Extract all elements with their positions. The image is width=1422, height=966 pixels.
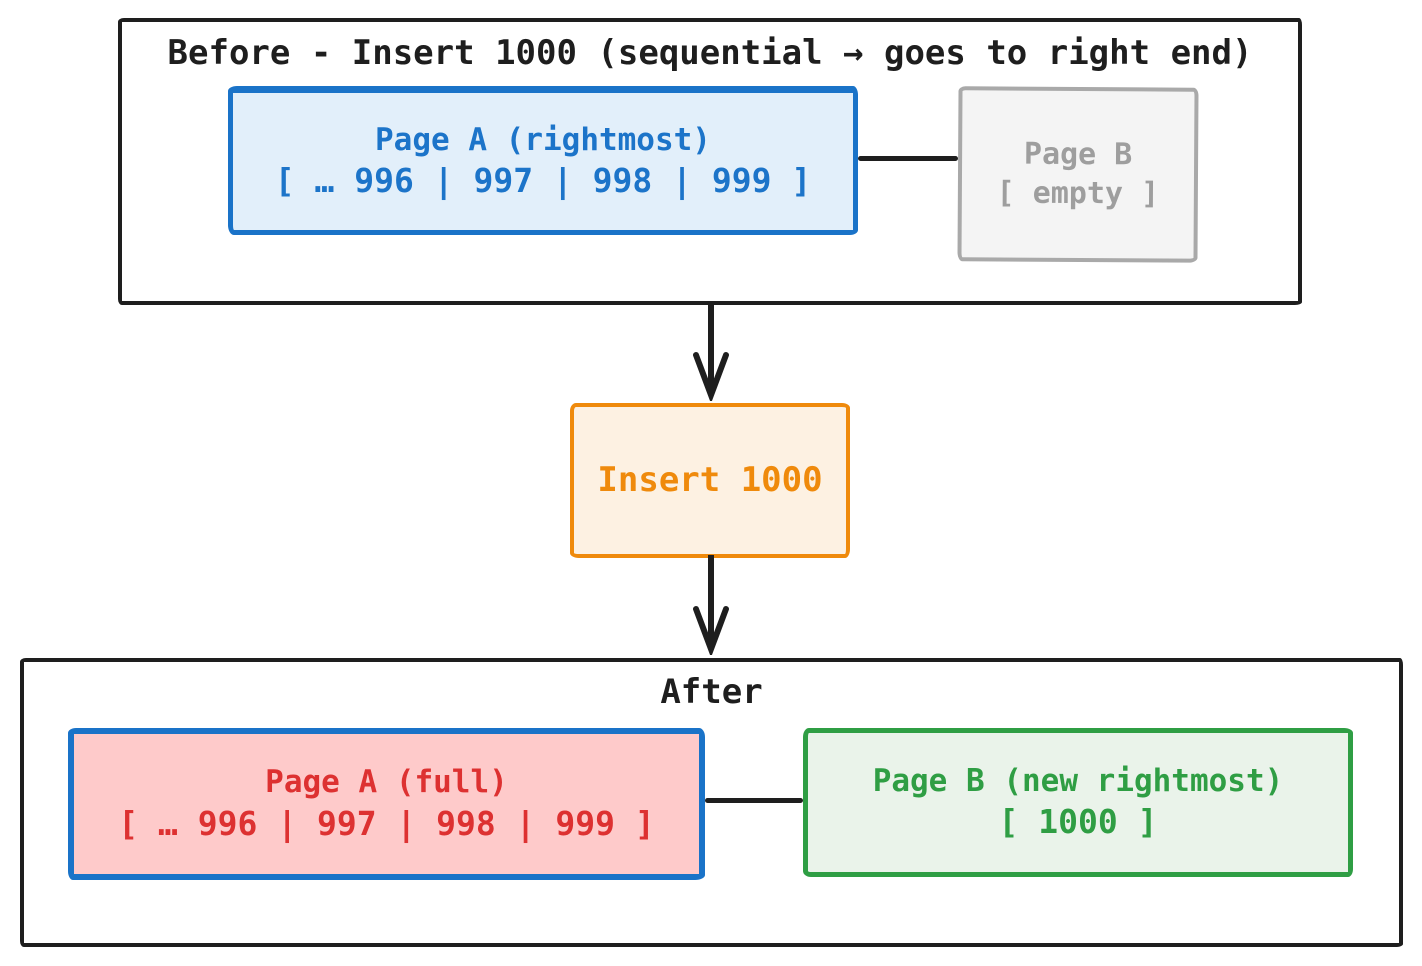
down-arrow-icon xyxy=(693,555,729,655)
before-page-b-title: Page B xyxy=(1023,136,1133,173)
after-page-b-box: Page B (new rightmost) [ 1000 ] xyxy=(803,728,1353,877)
after-page-a-box: Page A (full) [ … 996 | 997 | 998 | 999 … xyxy=(68,728,705,880)
before-page-b-box: Page B [ empty ] xyxy=(957,86,1199,263)
before-section-frame: Before - Insert 1000 (sequential → goes … xyxy=(118,18,1302,305)
before-page-a-title: Page A (rightmost) xyxy=(375,121,711,158)
after-page-a-title: Page A (full) xyxy=(265,764,508,801)
insert-operation-box: Insert 1000 xyxy=(570,403,850,558)
before-page-a-box: Page A (rightmost) [ … 996 | 997 | 998 |… xyxy=(228,88,858,235)
before-page-link-line xyxy=(858,156,958,161)
before-section-title: Before - Insert 1000 (sequential → goes … xyxy=(167,33,1253,73)
after-page-link-line xyxy=(705,798,803,803)
before-page-a-contents: [ … 996 | 997 | 998 | 999 ] xyxy=(274,161,812,201)
after-page-b-contents: [ 1000 ] xyxy=(998,802,1158,842)
down-arrow-icon xyxy=(693,303,729,401)
after-page-b-title: Page B (new rightmost) xyxy=(872,762,1284,799)
after-section-title: After xyxy=(660,672,763,712)
after-page-a-contents: [ … 996 | 997 | 998 | 999 ] xyxy=(118,803,655,843)
before-page-b-contents: [ empty ] xyxy=(996,175,1160,211)
after-section-frame: After Page A (full) [ … 996 | 997 | 998 … xyxy=(20,658,1403,947)
insert-operation-label: Insert 1000 xyxy=(597,459,823,500)
